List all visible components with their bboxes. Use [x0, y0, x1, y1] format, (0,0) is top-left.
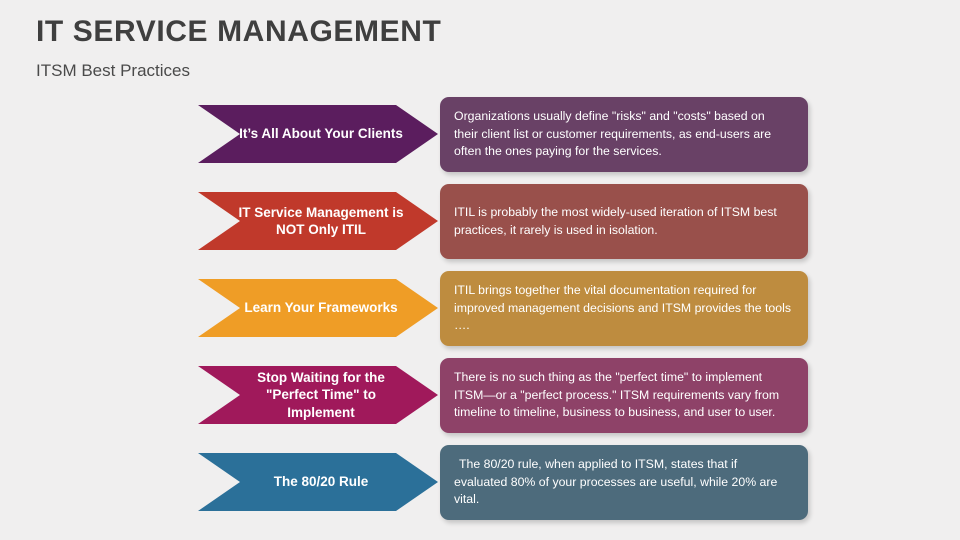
description-text-1: Organizations usually define "risks" and…	[454, 109, 772, 159]
chevron-banner-3[interactable]: Learn Your Frameworks	[198, 279, 438, 337]
chevron-banner-1[interactable]: It’s All About Your Clients	[198, 105, 438, 163]
description-text-4: There is no such thing as the "perfect t…	[454, 370, 780, 420]
description-panel-4: There is no such thing as the "perfect t…	[440, 358, 808, 433]
list-item: The 80/20 Rule The 80/20 rule, when appl…	[0, 438, 960, 526]
description-text-2: ITIL is probably the most widely-used it…	[454, 205, 777, 237]
page-title: IT SERVICE MANAGEMENT	[36, 15, 442, 48]
chevron-label-2: IT Service Management is NOT Only ITIL	[238, 204, 404, 237]
list-item: Learn Your Frameworks ITIL brings togeth…	[0, 264, 960, 352]
slide-header: IT SERVICE MANAGEMENT ITSM Best Practice…	[36, 14, 736, 82]
chevron-label-1: It’s All About Your Clients	[239, 126, 403, 142]
page-subtitle: ITSM Best Practices	[36, 61, 190, 81]
chevron-label-3: Learn Your Frameworks	[244, 300, 398, 316]
list-item: It’s All About Your Clients Organization…	[0, 90, 960, 178]
description-panel-1: Organizations usually define "risks" and…	[440, 97, 808, 172]
description-panel-2: ITIL is probably the most widely-used it…	[440, 184, 808, 259]
description-panel-3: ITIL brings together the vital documenta…	[440, 271, 808, 346]
description-text-5: The 80/20 rule, when applied to ITSM, st…	[454, 457, 778, 507]
description-panel-5: The 80/20 rule, when applied to ITSM, st…	[440, 445, 808, 520]
description-text-3: ITIL brings together the vital documenta…	[454, 283, 791, 333]
chevron-label-4: Stop Waiting for the "Perfect Time" to I…	[257, 370, 385, 420]
chevron-banner-5[interactable]: The 80/20 Rule	[198, 453, 438, 511]
chevron-label-5: The 80/20 Rule	[273, 474, 369, 490]
list-item: Stop Waiting for the "Perfect Time" to I…	[0, 351, 960, 439]
chevron-banner-2[interactable]: IT Service Management is NOT Only ITIL	[198, 192, 438, 250]
list-item: IT Service Management is NOT Only ITIL I…	[0, 177, 960, 265]
chevron-banner-4[interactable]: Stop Waiting for the "Perfect Time" to I…	[198, 366, 438, 424]
